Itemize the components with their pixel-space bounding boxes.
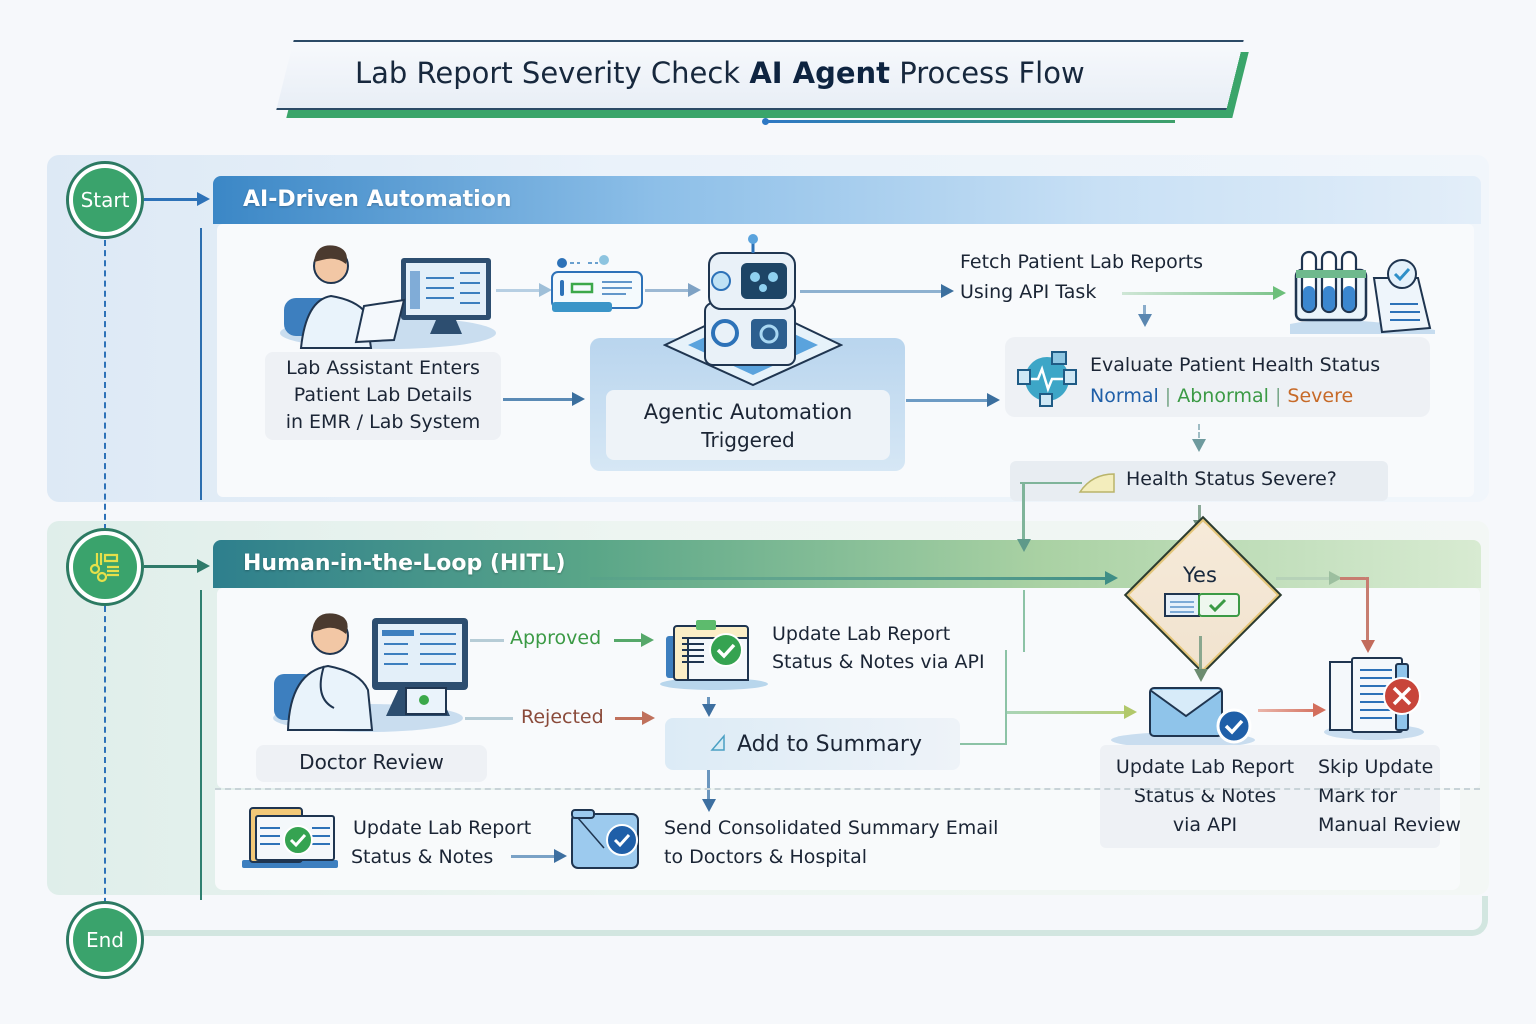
update-result-line-2: Status & Notes: [1133, 785, 1277, 807]
page-title: Lab Report Severity Check AI Agent Proce…: [355, 56, 1085, 90]
skip-connector: [1340, 577, 1368, 580]
fetch-step-line-1: Fetch Patient Lab Reports: [960, 251, 1203, 273]
hitl-arrow: [144, 559, 210, 573]
start-arrow: [144, 192, 210, 206]
agentic-line-1: Agentic Automation: [643, 400, 853, 424]
summary-connector: [1005, 650, 1007, 745]
to-fetch-arrow: [800, 284, 954, 298]
decision-flag-icon: [1078, 470, 1118, 494]
status-options: Normal | Abnormal | Severe: [1090, 382, 1353, 411]
to-skip-arrow: [1361, 577, 1375, 653]
skip-line-2: Mark for: [1318, 785, 1398, 807]
approved-line: [470, 639, 504, 642]
summary-connector: [1005, 590, 1025, 652]
status-abnormal: Abnormal: [1177, 385, 1269, 407]
lab-assistant-line-2: Patient Lab Details: [293, 384, 473, 406]
approved-arrow: [614, 633, 654, 647]
update-result-step[interactable]: Update Lab Report Status & Notes via API: [1100, 753, 1310, 840]
doctor-illustration: [268, 608, 478, 732]
loop-connector: [1020, 482, 1082, 484]
doc-approve-icon: [1164, 592, 1242, 620]
skip-update-step[interactable]: Skip Update Mark for Manual Review: [1318, 753, 1461, 840]
send-email-line-2: to Doctors & Hospital: [664, 846, 868, 868]
loop-down-arrow: [1017, 482, 1031, 552]
robot-icon: [663, 233, 843, 393]
document-reject-icon: [1318, 656, 1430, 742]
hitl-node[interactable]: [66, 528, 144, 606]
summary-triangle-icon: [710, 734, 726, 752]
lab-assistant-step[interactable]: Lab Assistant Enters Patient Lab Details…: [265, 352, 501, 440]
rejected-arrow: [615, 711, 655, 725]
to-evaluate-arrow: [906, 393, 1000, 407]
status-separator: |: [1164, 385, 1172, 407]
start-node[interactable]: Start: [66, 161, 144, 239]
ai-lane-rail: [200, 228, 202, 500]
skip-line-3: Manual Review: [1318, 814, 1461, 836]
flow-tray: [128, 896, 1488, 936]
to-send-email-arrow: [511, 849, 567, 863]
doctor-review-step[interactable]: Doctor Review: [256, 745, 487, 782]
lab-assistant-line-3: in EMR / Lab System: [285, 411, 481, 433]
to-skip-result-arrow: [1258, 703, 1326, 717]
end-label: End: [73, 908, 137, 972]
yes-right-arrow: [1276, 571, 1342, 585]
fetch-down-arrow: [1138, 305, 1152, 327]
timeline-dash-2: [104, 606, 106, 914]
data-card-icon: [548, 250, 648, 318]
report-check-icon: [658, 618, 770, 692]
rejected-line: [465, 717, 513, 720]
approved-label: Approved: [510, 627, 602, 649]
evaluate-title: Evaluate Patient Health Status: [1090, 354, 1381, 376]
add-to-summary-label: Add to Summary: [737, 732, 922, 757]
start-label: Start: [73, 168, 137, 232]
yes-down-arrow: [1194, 636, 1208, 682]
report-folder-icon: [238, 802, 346, 870]
update-notes-line-2: Status & Notes: [351, 846, 494, 868]
title-underline-dot: [762, 118, 769, 125]
update-api-line-1: Update Lab Report: [772, 623, 951, 645]
heart-monitor-icon: [1014, 348, 1080, 410]
email-check-icon: [1108, 684, 1258, 748]
to-agentic-arrow: [503, 392, 585, 406]
connector-arrow: [645, 283, 701, 297]
summary-connector: [960, 743, 1006, 745]
rejected-label: Rejected: [521, 706, 604, 728]
update-api-line-2: Status & Notes via API: [772, 651, 985, 673]
email-folder-icon: [570, 808, 644, 872]
lab-assistant-illustration: [276, 238, 506, 358]
severity-question: Health Status Severe?: [1126, 468, 1337, 490]
status-normal: Normal: [1090, 385, 1159, 407]
to-lab-reports-arrow: [1122, 286, 1286, 300]
result-box: [1100, 745, 1440, 848]
add-to-summary-step[interactable]: [665, 718, 960, 770]
hitl-to-yes-arrow: [590, 571, 1118, 585]
to-summary-arrow: [702, 697, 716, 717]
status-severe: Severe: [1287, 385, 1354, 407]
evaluate-down-arrow: [1192, 424, 1206, 452]
severity-decision-step[interactable]: [1010, 461, 1388, 501]
title-underline: [765, 120, 1175, 123]
timeline-dash-1: [104, 240, 106, 530]
fetch-step-line-2: Using API Task: [960, 281, 1097, 303]
agentic-automation-step[interactable]: Agentic Automation Triggered: [606, 390, 890, 460]
agentic-line-2: Triggered: [701, 428, 795, 452]
status-separator: |: [1274, 385, 1282, 407]
hitl-workflow-icon: [73, 535, 137, 599]
yes-label: Yes: [1183, 563, 1217, 587]
connector-arrow: [496, 283, 552, 297]
send-email-line-1: Send Consolidated Summary Email: [664, 817, 999, 839]
update-notes-line-1: Update Lab Report: [353, 817, 532, 839]
update-result-line-1: Update Lab Report: [1115, 756, 1295, 778]
hitl-divider: [215, 788, 1480, 790]
test-tubes-report-icon: [1290, 248, 1440, 336]
hitl-lane-header: Human-in-the-Loop (HITL): [213, 540, 1481, 588]
lab-assistant-line-1: Lab Assistant Enters: [286, 357, 480, 379]
end-node[interactable]: End: [66, 901, 144, 979]
to-update-result-arrow: [1007, 705, 1137, 719]
update-result-line-3: via API: [1172, 814, 1238, 836]
hitl-lane-rail: [200, 590, 202, 900]
ai-lane-header: AI-Driven Automation: [213, 176, 1481, 224]
skip-line-1: Skip Update: [1318, 756, 1434, 778]
